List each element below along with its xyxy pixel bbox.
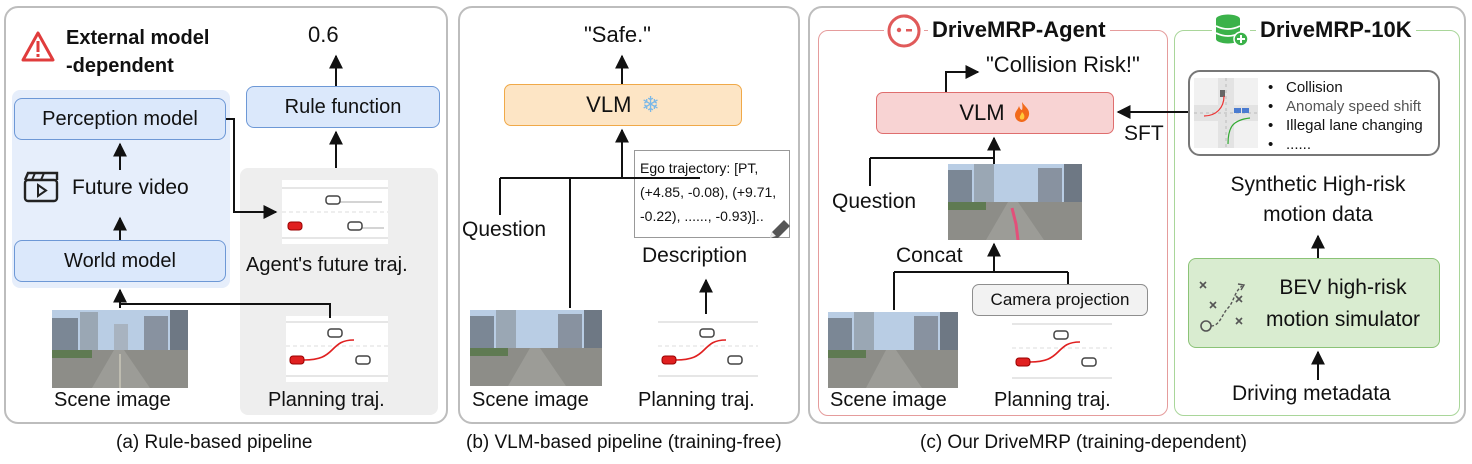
sft-label: SFT bbox=[1124, 122, 1164, 145]
planning-traj-image-a bbox=[286, 316, 388, 382]
database-icon bbox=[1212, 12, 1250, 48]
vlm-box-b: VLM ❄ bbox=[504, 84, 742, 126]
drivemrp-10k-title: DriveMRP-10K bbox=[1256, 17, 1416, 43]
world-model-box: World model bbox=[14, 240, 226, 282]
collision-risk-output: "Collision Risk!" bbox=[986, 52, 1140, 77]
vlm-label-b: VLM bbox=[586, 92, 632, 117]
ego-trajectory-text: Ego trajectory: [PT, (+4.85, -0.08), (+9… bbox=[640, 160, 777, 224]
scene-image-label-b: Scene image bbox=[472, 389, 589, 411]
projected-scene-image bbox=[948, 164, 1082, 240]
camera-projection-box: Camera projection bbox=[972, 284, 1148, 316]
planning-traj-label-b: Planning traj. bbox=[638, 389, 755, 411]
concat-label: Concat bbox=[896, 244, 963, 267]
bev-simulator-box bbox=[1188, 258, 1440, 348]
planning-traj-label-a: Planning traj. bbox=[268, 389, 385, 411]
vlm-label-c: VLM bbox=[959, 100, 1005, 125]
bev-simulator-icon bbox=[1196, 278, 1254, 339]
safe-output: "Safe." bbox=[584, 22, 651, 47]
warning-icon bbox=[20, 30, 56, 69]
risk-item: •...... bbox=[1268, 136, 1312, 153]
risk-item: •Illegal lane changing bbox=[1268, 117, 1423, 134]
agent-future-traj-image bbox=[282, 180, 388, 244]
rule-function-box: Rule function bbox=[246, 86, 440, 128]
simulator-label: BEV high-risk motion simulator bbox=[1266, 276, 1421, 331]
scene-image-b bbox=[470, 310, 602, 386]
agent-future-traj-label: Agent's future traj. bbox=[246, 254, 408, 276]
scene-image-label-a: Scene image bbox=[54, 389, 171, 411]
scene-image-a bbox=[52, 310, 188, 388]
ego-trajectory-card bbox=[634, 150, 790, 238]
driving-metadata-label: Driving metadata bbox=[1232, 382, 1391, 405]
caption-b: (b) VLM-based pipeline (training-free) bbox=[466, 432, 782, 453]
drivemrp-agent-title: DriveMRP-Agent bbox=[928, 17, 1110, 43]
agent-logo-icon bbox=[884, 12, 924, 50]
description-label: Description bbox=[642, 244, 748, 267]
video-clapper-icon bbox=[22, 170, 62, 209]
scene-image-c bbox=[828, 312, 958, 388]
future-video-label: Future video bbox=[72, 176, 189, 199]
external-model-title: External model -dependent bbox=[66, 27, 210, 77]
risk-item: •Anomaly speed shift bbox=[1268, 98, 1422, 115]
bev-example-image bbox=[1194, 78, 1258, 148]
output-value: 0.6 bbox=[308, 22, 339, 47]
risk-list: •Collision •Anomaly speed shift •Illegal… bbox=[1268, 78, 1423, 154]
snowflake-icon: ❄ bbox=[641, 92, 660, 117]
question-label-b: Question bbox=[462, 218, 547, 241]
planning-traj-image-c bbox=[1012, 320, 1112, 384]
fire-icon bbox=[1013, 100, 1031, 126]
caption-a: (a) Rule-based pipeline bbox=[116, 432, 313, 453]
planning-traj-image-b bbox=[658, 316, 758, 382]
risk-item: •Collision bbox=[1268, 79, 1343, 96]
caption-c: (c) Our DriveMRP (training-dependent) bbox=[920, 432, 1247, 453]
question-label-c: Question bbox=[832, 190, 917, 213]
scene-image-label-c: Scene image bbox=[830, 389, 947, 411]
planning-traj-label-c: Planning traj. bbox=[994, 389, 1111, 411]
synthetic-data-label: Synthetic High-risk motion data bbox=[1230, 173, 1406, 226]
vlm-box-c: VLM bbox=[876, 92, 1114, 134]
perception-model-box: Perception model bbox=[14, 98, 226, 140]
pencil-icon bbox=[766, 218, 792, 247]
